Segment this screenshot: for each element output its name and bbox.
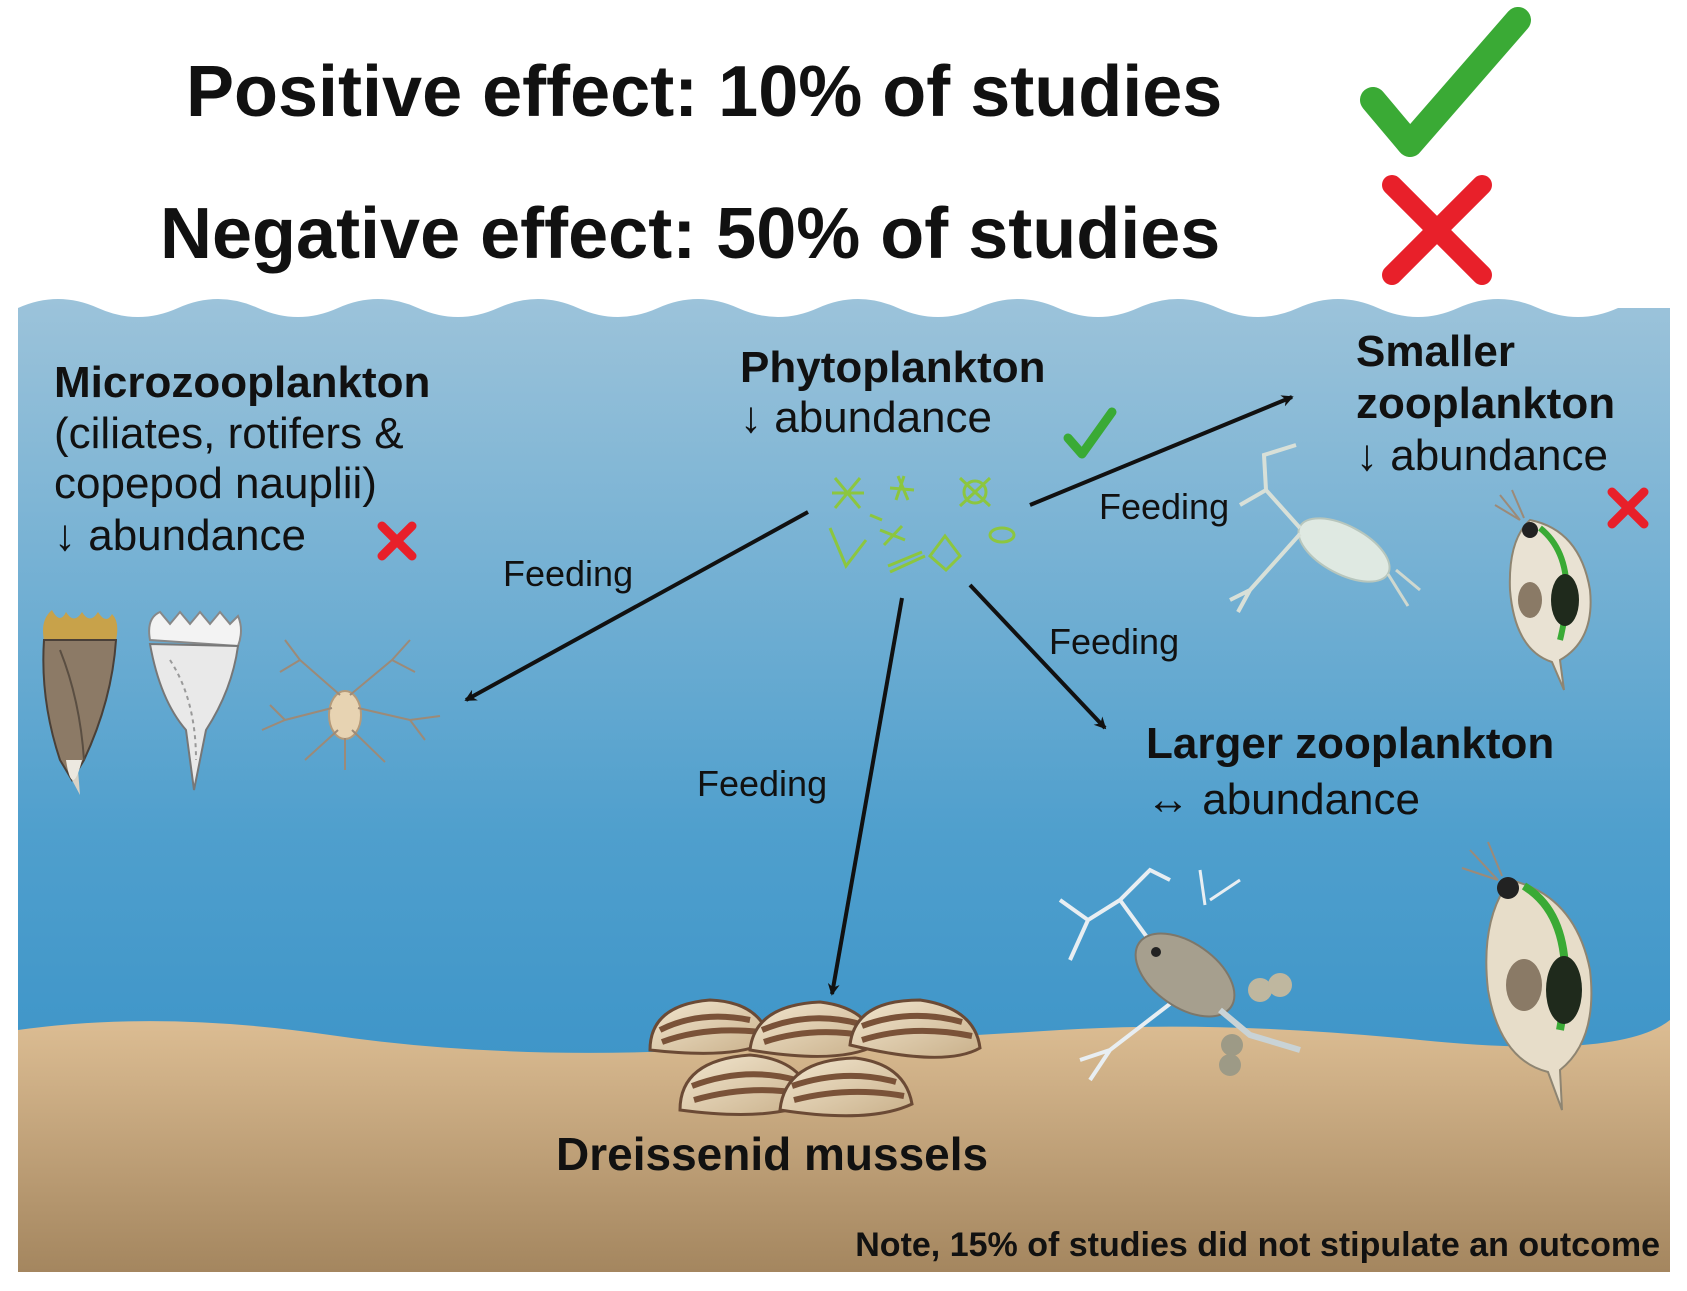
microzooplankton-title: Microzooplankton bbox=[54, 358, 430, 407]
nauplius-icon bbox=[261, 639, 441, 770]
arrow-icon bbox=[1029, 395, 1294, 507]
check-icon bbox=[1063, 407, 1117, 459]
copepod-icon bbox=[1229, 443, 1421, 613]
microzooplankton-effect: ↓ abundance bbox=[54, 511, 306, 560]
positive-effect-label: Positive effect: 10% of studies bbox=[186, 52, 1222, 132]
larger-zooplankton-effect: ↔ abundance bbox=[1146, 775, 1420, 824]
phytoplankton-effect: ↓ abundance bbox=[740, 393, 992, 442]
footnote: Note, 15% of studies did not stipulate a… bbox=[855, 1226, 1660, 1264]
negative-effect-label: Negative effect: 50% of studies bbox=[160, 194, 1220, 274]
sediment bbox=[18, 1020, 1670, 1272]
smaller-zooplankton-effect: ↓ abundance bbox=[1356, 431, 1608, 480]
arrow-icon bbox=[464, 510, 809, 702]
feeding-label-smaller: Feeding bbox=[1099, 486, 1229, 527]
rotifer-icon bbox=[148, 610, 242, 791]
smaller-zooplankton-title-2: zooplankton bbox=[1356, 379, 1615, 428]
daphnia-icon bbox=[1461, 841, 1593, 1111]
arrow-icon bbox=[968, 583, 1107, 730]
phytoplankton-icon bbox=[828, 475, 1016, 574]
phytoplankton-title: Phytoplankton bbox=[740, 343, 1046, 392]
feeding-label-micro: Feeding bbox=[503, 553, 633, 594]
cross-icon bbox=[1607, 487, 1649, 529]
cross-icon bbox=[1382, 175, 1492, 285]
larger-zooplankton-title: Larger zooplankton bbox=[1146, 719, 1554, 768]
mussels-label: Dreissenid mussels bbox=[556, 1128, 988, 1180]
feeding-label-mussels: Feeding bbox=[697, 763, 827, 804]
ciliate-icon bbox=[42, 610, 118, 795]
cross-icon bbox=[377, 521, 417, 561]
arrow-icon bbox=[827, 597, 904, 996]
microzooplankton-detail-2: copepod nauplii) bbox=[54, 459, 377, 508]
smaller-zooplankton-title-1: Smaller bbox=[1356, 327, 1515, 376]
mussel-icon bbox=[648, 998, 982, 1118]
microzooplankton-detail-1: (ciliates, rotifers & bbox=[54, 409, 404, 458]
feeding-label-larger: Feeding bbox=[1049, 621, 1179, 662]
check-icon bbox=[1360, 7, 1531, 157]
copepod-icon bbox=[1058, 867, 1301, 1082]
daphnia-icon bbox=[1494, 489, 1592, 691]
